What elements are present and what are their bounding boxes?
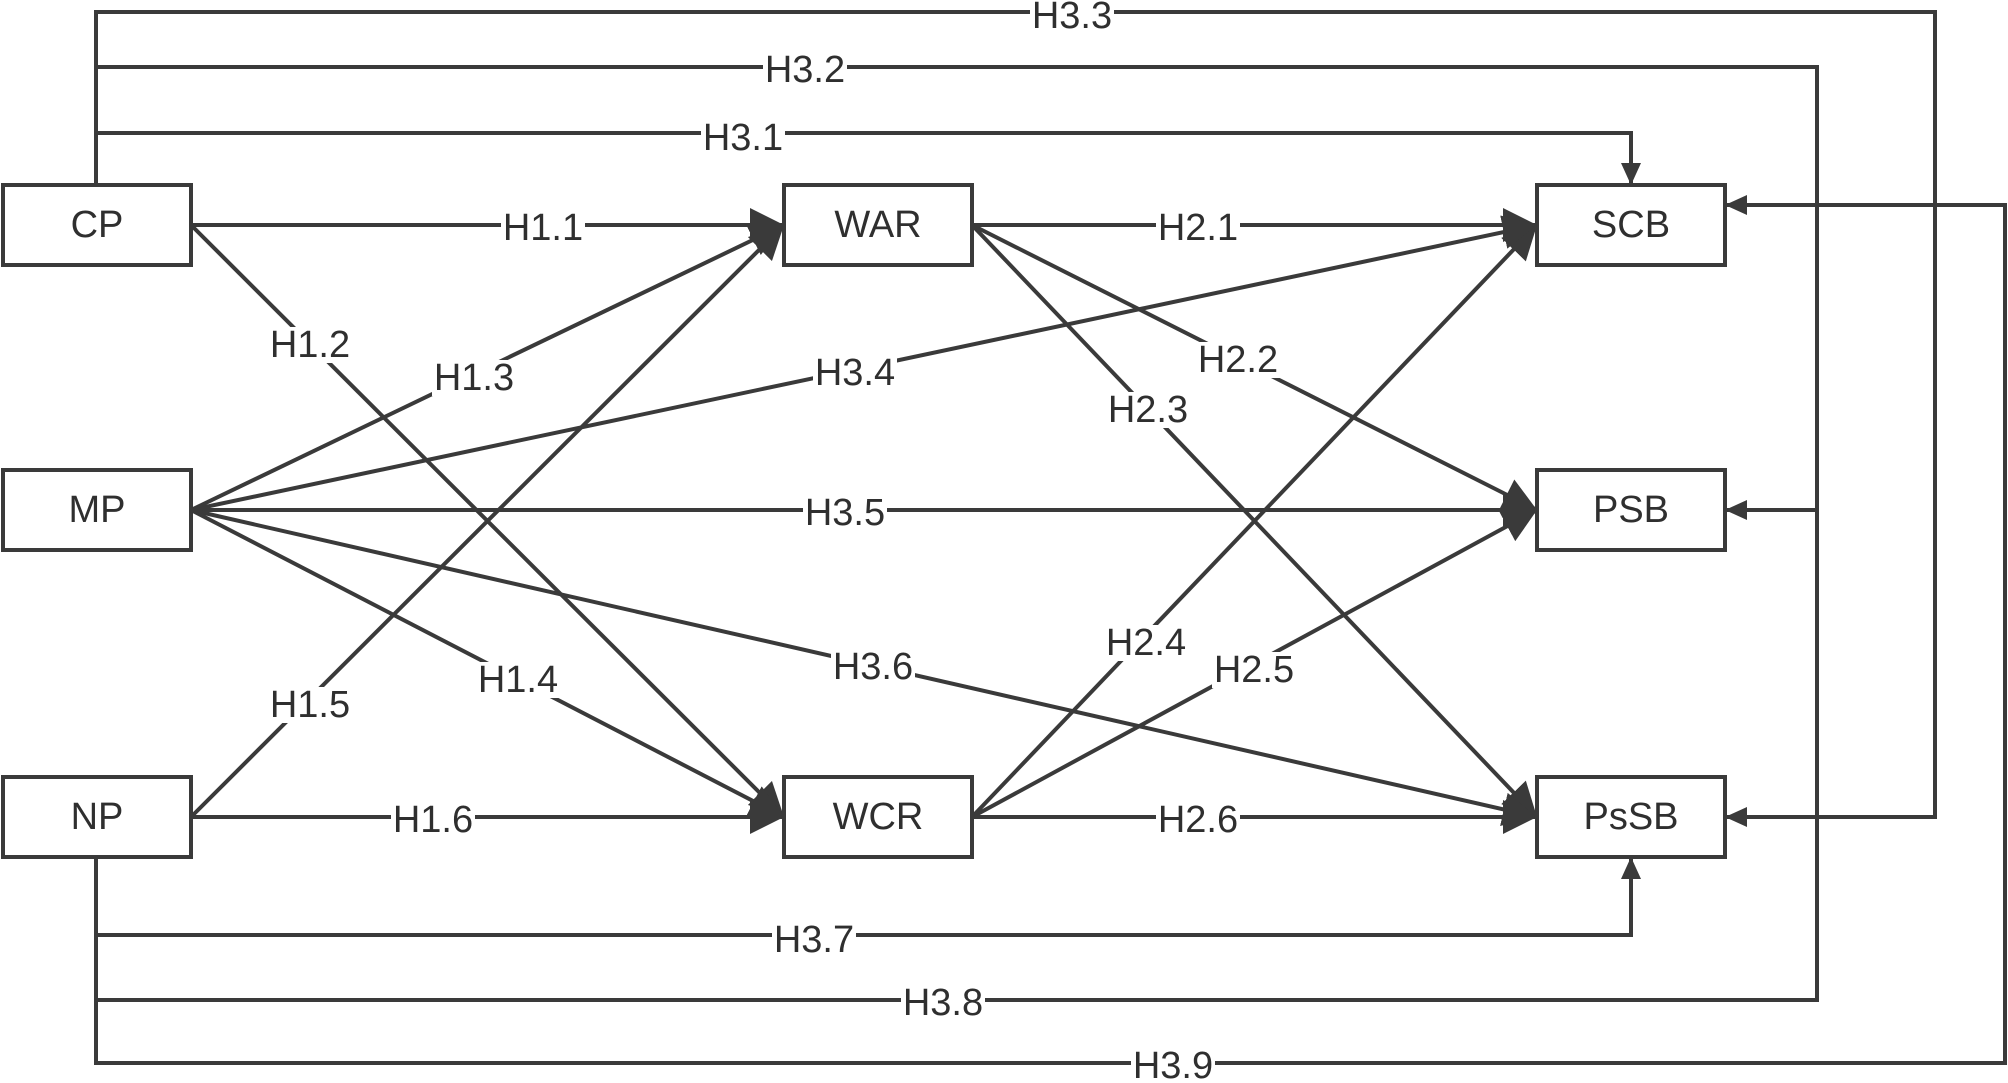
edge-label-h3-8: H3.8 <box>901 982 985 1024</box>
edge-label-h2-2: H2.2 <box>1196 339 1280 381</box>
edge-label-background <box>1156 802 1240 838</box>
edge-label-text: H3.8 <box>903 982 983 1024</box>
edge-label-background <box>1196 342 1280 378</box>
edge-h3-8 <box>94 510 1819 1002</box>
edge-label-h2-6: H2.6 <box>1156 799 1240 841</box>
node-box <box>782 183 974 267</box>
edge-label-h3-6: H3.6 <box>831 646 915 688</box>
node-label: WAR <box>834 204 921 246</box>
edge-label-h3-5: H3.5 <box>803 492 887 534</box>
edge-label-h2-3: H2.3 <box>1106 389 1190 431</box>
edge-label-background <box>1156 210 1240 246</box>
edge-h3-9 <box>94 195 2007 1065</box>
node-label: PSB <box>1593 489 1669 531</box>
edge-label-background <box>476 662 560 698</box>
edge-label-text: H1.1 <box>503 207 583 249</box>
node-box <box>782 775 974 859</box>
edge-label-h1-3: H1.3 <box>432 357 516 399</box>
edge-label-h1-5: H1.5 <box>268 684 352 726</box>
node-box <box>1 183 193 267</box>
node-label: NP <box>71 796 124 838</box>
edge-label-background <box>391 802 475 838</box>
node-label: PsSB <box>1583 796 1678 838</box>
node-box <box>1535 775 1727 859</box>
edge-label-background <box>1131 1048 1215 1083</box>
edge-label-background <box>813 355 897 391</box>
edge-label-background <box>432 360 516 396</box>
edge-label-text: H3.6 <box>833 646 913 688</box>
node-mp: MP <box>1 468 193 552</box>
edge-label-h2-5: H2.5 <box>1212 649 1296 691</box>
edge-label-text: H3.9 <box>1133 1045 1213 1083</box>
edge-h3-1 <box>94 131 1641 185</box>
node-box <box>1535 468 1727 552</box>
edge-label-background <box>701 120 785 156</box>
node-label: MP <box>69 489 126 531</box>
edge-label-h3-7: H3.7 <box>772 919 856 961</box>
edge-label-h2-1: H2.1 <box>1156 207 1240 249</box>
node-label: WCR <box>833 796 924 838</box>
node-pssb: PsSB <box>1535 775 1727 859</box>
edge-label-text: H3.3 <box>1032 0 1112 37</box>
edge-label-background <box>501 210 585 246</box>
edge-label-text: H3.7 <box>774 919 854 961</box>
edge-label-text: H2.2 <box>1198 339 1278 381</box>
edge-label-background <box>1106 392 1190 428</box>
edge-h3-7 <box>94 857 1641 937</box>
edge-label-text: H2.6 <box>1158 799 1238 841</box>
edge-label-text: H3.4 <box>815 352 895 394</box>
edge-label-h2-4: H2.4 <box>1104 622 1188 664</box>
edge-label-text: H3.5 <box>805 492 885 534</box>
edge-label-h1-1: H1.1 <box>501 207 585 249</box>
edge-label-text: H1.6 <box>393 799 473 841</box>
edge-label-h1-2: H1.2 <box>268 324 352 366</box>
edge-label-text: H3.2 <box>765 49 845 91</box>
node-label: SCB <box>1592 204 1670 246</box>
node-war: WAR <box>782 183 974 267</box>
edge-h2-4 <box>970 223 1539 819</box>
edge-label-h1-6: H1.6 <box>391 799 475 841</box>
edge-label-text: H2.1 <box>1158 207 1238 249</box>
edge-label-text: H1.2 <box>270 324 350 366</box>
node-scb: SCB <box>1535 183 1727 267</box>
edge-label-h1-4: H1.4 <box>476 659 560 701</box>
edge-label-text: H2.3 <box>1108 389 1188 431</box>
edge-label-h3-2: H3.2 <box>763 49 847 91</box>
edge-label-background <box>268 687 352 723</box>
edge-label-background <box>1030 0 1114 34</box>
edge-labels-layer: H1.1H1.2H1.3H1.4H1.5H1.6 H2.1H2.2H2.3H2.4… <box>268 0 1296 1083</box>
edge-label-background <box>901 985 985 1021</box>
edge-label-text: H1.4 <box>478 659 558 701</box>
edge-label-text: H2.4 <box>1106 622 1186 664</box>
edge-label-background <box>1212 652 1296 688</box>
edge-label-background <box>831 649 915 685</box>
edge-label-text: H1.5 <box>270 684 350 726</box>
edge-label-text: H3.1 <box>703 117 783 159</box>
edge-label-background <box>772 922 856 958</box>
node-cp: CP <box>1 183 193 267</box>
edge-label-h3-9: H3.9 <box>1131 1045 1215 1083</box>
edge-h3-3 <box>94 10 1937 827</box>
edge-label-h3-1: H3.1 <box>701 117 785 159</box>
edge-label-text: H1.3 <box>434 357 514 399</box>
node-np: NP <box>1 775 193 859</box>
edge-label-background <box>803 495 887 531</box>
node-box <box>1 775 193 859</box>
node-psb: PSB <box>1535 468 1727 552</box>
node-label: CP <box>71 204 124 246</box>
edge-label-background <box>763 52 847 88</box>
edge-label-background <box>1104 625 1188 661</box>
edge-label-h3-3: H3.3 <box>1030 0 1114 37</box>
node-box <box>1535 183 1727 267</box>
edge-label-text: H2.5 <box>1214 649 1294 691</box>
node-wcr: WCR <box>782 775 974 859</box>
edge-label-h3-4: H3.4 <box>813 352 897 394</box>
node-box <box>1 468 193 552</box>
edge-label-background <box>268 327 352 363</box>
nodes-layer: CP MP NP WAR WCR SCB PSB PsSB <box>1 183 1727 859</box>
